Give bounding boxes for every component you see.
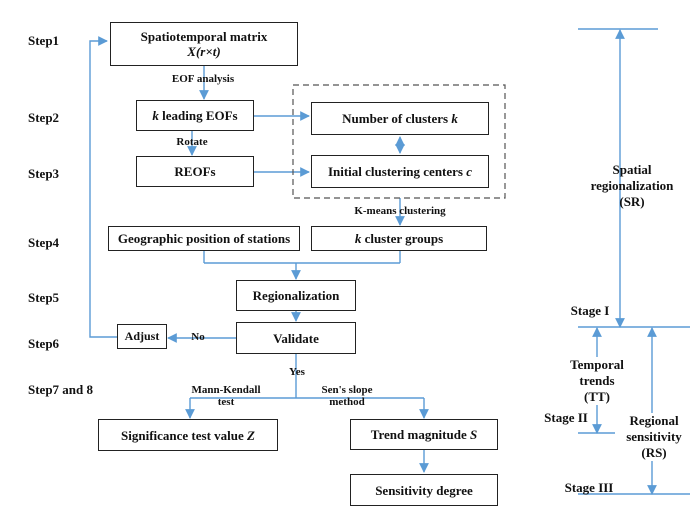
matrix-title: Spatiotemporal matrix bbox=[140, 29, 268, 44]
stage2-label: Stage II bbox=[544, 410, 588, 425]
sr-line1: Spatial bbox=[612, 162, 652, 177]
sensitivity-degree-box: Sensitivity degree bbox=[350, 474, 498, 506]
sens-slope-line1: Sen's slope bbox=[321, 384, 373, 396]
spatiotemporal-matrix-box: Spatiotemporal matrix X(r×t) bbox=[110, 22, 298, 66]
yes-label: Yes bbox=[289, 366, 305, 378]
geographic-position-box: Geographic position of stations bbox=[108, 226, 300, 251]
step6-label: Step6 bbox=[28, 336, 60, 351]
connector-adjust-loop bbox=[89, 36, 117, 338]
stage1-label: Stage I bbox=[570, 303, 610, 318]
kmeans-label: K-means clustering bbox=[354, 205, 446, 217]
trend-magnitude-box: Trend magnitude S bbox=[350, 419, 498, 450]
trend-var: S bbox=[469, 427, 478, 442]
temporal-trends-label: Temporal trends (TT) bbox=[560, 357, 634, 405]
num-clusters-var: k bbox=[451, 111, 458, 126]
tt-line3: (TT) bbox=[584, 389, 610, 404]
no-label: No bbox=[191, 331, 205, 343]
number-of-clusters-box: Number of clusters k bbox=[311, 102, 489, 135]
validate-box: Validate bbox=[236, 322, 356, 354]
adjust-box: Adjust bbox=[117, 324, 167, 349]
num-clusters-text: Number of clusters bbox=[342, 111, 452, 126]
init-centers-var: c bbox=[466, 164, 473, 179]
tt-line2: trends bbox=[579, 373, 615, 388]
mann-kendall-line2: test bbox=[217, 396, 235, 408]
step7-8-label: Step7 and 8 bbox=[28, 382, 94, 397]
step5-label: Step5 bbox=[28, 290, 60, 305]
significance-test-box: Significance test value Z bbox=[98, 419, 278, 451]
rs-line3: (RS) bbox=[641, 445, 667, 460]
step1-label: Step1 bbox=[28, 33, 60, 48]
sens-slope-label: Sen's slope method bbox=[302, 384, 392, 408]
tt-line1: Temporal bbox=[570, 357, 624, 372]
step3-label: Step3 bbox=[28, 166, 60, 181]
matrix-formula: X(r×t) bbox=[187, 44, 221, 59]
significance-var: Z bbox=[247, 427, 255, 443]
sens-slope-line2: method bbox=[329, 396, 365, 408]
leading-eofs-var: k bbox=[152, 108, 159, 123]
regional-sensitivity-label: Regional sensitivity (RS) bbox=[616, 413, 692, 461]
leading-eofs-text: leading EOFs bbox=[158, 108, 238, 123]
spatial-regionalization-label: Spatial regionalization (SR) bbox=[572, 162, 692, 210]
cluster-groups-var: k bbox=[354, 231, 362, 246]
eof-analysis-label: EOF analysis bbox=[171, 73, 235, 85]
significance-text: Significance test value bbox=[121, 427, 248, 443]
stage3-label: Stage III bbox=[564, 480, 614, 495]
step4-label: Step4 bbox=[28, 235, 60, 250]
init-centers-text: Initial clustering centers bbox=[327, 164, 467, 179]
rs-line1: Regional bbox=[629, 413, 679, 428]
rs-line2: sensitivity bbox=[626, 429, 682, 444]
trend-text: Trend magnitude bbox=[370, 427, 470, 442]
regionalization-box: Regionalization bbox=[236, 280, 356, 311]
rotate-label: Rotate bbox=[176, 136, 208, 148]
sr-line3: (SR) bbox=[619, 194, 645, 209]
initial-centers-box: Initial clustering centers c bbox=[311, 155, 489, 188]
cluster-groups-text: cluster groups bbox=[361, 231, 444, 246]
mann-kendall-line1: Mann-Kendall bbox=[191, 384, 261, 396]
sr-line2: regionalization bbox=[590, 178, 674, 193]
mann-kendall-label: Mann-Kendall test bbox=[186, 384, 266, 408]
step2-label: Step2 bbox=[28, 110, 60, 125]
reofs-box: REOFs bbox=[136, 156, 254, 187]
k-cluster-groups-box: k cluster groups bbox=[311, 226, 487, 251]
leading-eofs-box: k leading EOFs bbox=[136, 100, 254, 131]
clustering-dashed-group bbox=[292, 84, 506, 199]
